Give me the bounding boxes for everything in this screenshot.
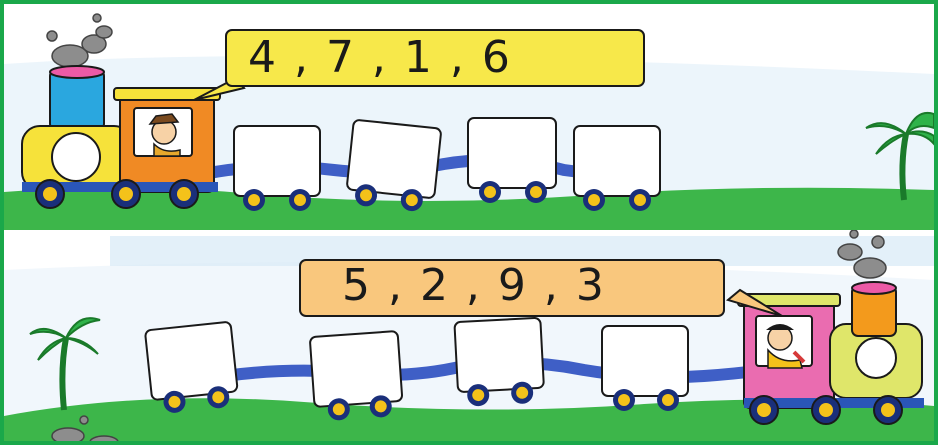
train-panel-1: 4 , 7 , 1 , 6 (4, 4, 934, 230)
speech-bubble (299, 259, 783, 317)
palm-tree-icon (29, 317, 101, 411)
number-sequence: 5 , 2 , 9 , 3 (342, 260, 606, 311)
train-panel-2: 5 , 2 , 9 , 3 (4, 230, 934, 441)
wagon (346, 119, 442, 212)
wagon (573, 125, 661, 211)
engine (21, 65, 221, 209)
wagon (453, 317, 545, 407)
steam-cloud-icon (46, 13, 113, 68)
number-sequence: 4 , 7 , 1 , 6 (248, 32, 512, 83)
wagon (233, 125, 321, 211)
speech-bubble (193, 29, 645, 101)
driver-icon (766, 324, 806, 369)
wagon (309, 330, 404, 421)
palm-tree-icon (865, 112, 934, 201)
wagon (467, 117, 557, 203)
steam-cloud-icon (837, 230, 887, 279)
wagon (144, 321, 239, 413)
engine (737, 281, 924, 425)
rock-icon (51, 415, 119, 441)
grass-hill (4, 187, 934, 230)
driver-icon (148, 113, 181, 157)
wagon (601, 325, 689, 411)
grass-hill (4, 398, 934, 441)
